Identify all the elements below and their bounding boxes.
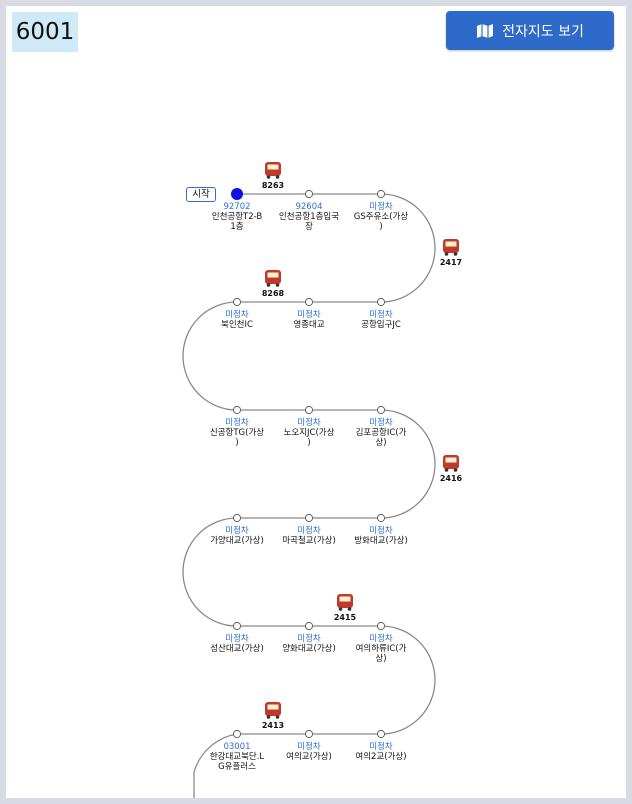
stop-code: 92604 (295, 202, 322, 212)
stop-marker[interactable] (304, 297, 314, 307)
map-view-button[interactable]: 전자지도 보기 (446, 11, 614, 50)
stop-marker[interactable] (376, 513, 386, 523)
map-icon (477, 23, 494, 38)
stop-name: 상) (375, 653, 386, 664)
stop-code: 미정차 (369, 417, 393, 428)
stop-name: GS주유소(가상 (354, 211, 409, 222)
stop-marker[interactable] (232, 297, 242, 307)
stop-name: 여의2교(가상) (355, 751, 406, 762)
stop-code: 미정차 (297, 741, 321, 752)
stop-name: 노오지JC(가상 (284, 427, 335, 438)
stop-name: 신공항TG(가상 (210, 427, 264, 438)
stop-name: 북인천IC (221, 319, 253, 330)
stop-code: 미정차 (369, 201, 393, 212)
stop-code: 미정차 (225, 633, 249, 644)
stop-name: 마곡철교(가상) (282, 535, 336, 546)
stop-marker[interactable] (304, 189, 314, 199)
stop-marker[interactable] (376, 405, 386, 415)
stop-name: 한강대교북단.L (210, 751, 265, 762)
bus-number: 2413 (262, 721, 284, 730)
stop-code: 미정차 (225, 525, 249, 536)
stop-name: 영종대교 (293, 319, 324, 330)
stop-code: 미정차 (225, 309, 249, 320)
stop-name: 공항입구JC (361, 320, 401, 330)
bus-marker[interactable]: 8268 (262, 270, 285, 298)
stop-code: 미정차 (297, 417, 321, 428)
stop-name: 상) (375, 437, 386, 448)
stop-name: ) (379, 222, 382, 232)
stop-code: 미정차 (297, 633, 321, 644)
route-diagram: 92702인천공항T2-B1층92604인천공항1층입국장미정차GS주유소(가상… (182, 162, 463, 798)
stop-name: 방화대교(가상) (354, 535, 408, 546)
stop-marker[interactable] (376, 297, 386, 307)
stop-name: 성산대교(가상) (210, 643, 264, 654)
stop-name: 인천공항1층입국 (279, 211, 339, 222)
bus-marker[interactable]: 2417 (440, 239, 462, 267)
map-view-button-label: 전자지도 보기 (502, 23, 584, 40)
start-stop-marker[interactable] (231, 188, 243, 200)
stop-name: ) (235, 438, 238, 448)
stop-marker[interactable] (304, 513, 314, 523)
bus-marker[interactable]: 8263 (262, 162, 284, 190)
stop-code: 미정차 (297, 525, 321, 536)
stop-marker[interactable] (304, 405, 314, 415)
stop-marker[interactable] (304, 621, 314, 631)
stop-name: 가양대교(가상) (210, 535, 264, 546)
bus-marker[interactable]: 2415 (334, 594, 357, 622)
stop-marker[interactable] (232, 621, 242, 631)
stop-name: 장 (305, 221, 313, 232)
stop-marker[interactable] (232, 513, 242, 523)
bus-marker[interactable]: 2413 (262, 702, 284, 730)
stop-name: 여의교(가상) (286, 751, 332, 762)
bus-number: 8263 (262, 181, 284, 190)
bus-number: 8268 (262, 289, 285, 298)
stop-name: ) (307, 438, 310, 448)
stop-name: G유플러스 (218, 762, 256, 772)
stop-code: 미정차 (369, 633, 393, 644)
stop-code: 92702 (223, 202, 250, 212)
stop-marker[interactable] (376, 621, 386, 631)
stop-name: 김포공항IC(가 (356, 427, 407, 438)
bus-number: 2417 (440, 258, 462, 267)
stop-code: 미정차 (369, 309, 393, 320)
stop-marker[interactable] (232, 729, 242, 739)
stop-code: 03001 (223, 742, 250, 752)
stop-marker[interactable] (376, 189, 386, 199)
start-badge: 시작 (186, 187, 216, 202)
stop-code: 미정차 (369, 525, 393, 536)
stop-name: 인천공항T2-B (212, 211, 263, 222)
bus-marker[interactable]: 2416 (440, 455, 463, 483)
route-number: 6001 (12, 12, 78, 52)
stop-name: 양화대교(가상) (282, 643, 336, 654)
stop-name: 1층 (230, 222, 243, 232)
stop-marker[interactable] (232, 405, 242, 415)
stop-code: 미정차 (297, 309, 321, 320)
stop-marker[interactable] (376, 729, 386, 739)
stop-code: 미정차 (369, 741, 393, 752)
bus-number: 2416 (440, 474, 463, 483)
stop-marker[interactable] (304, 729, 314, 739)
bus-number: 2415 (334, 613, 357, 622)
stop-name: 여의하류IC(가 (356, 643, 407, 654)
stop-code: 미정차 (225, 417, 249, 428)
